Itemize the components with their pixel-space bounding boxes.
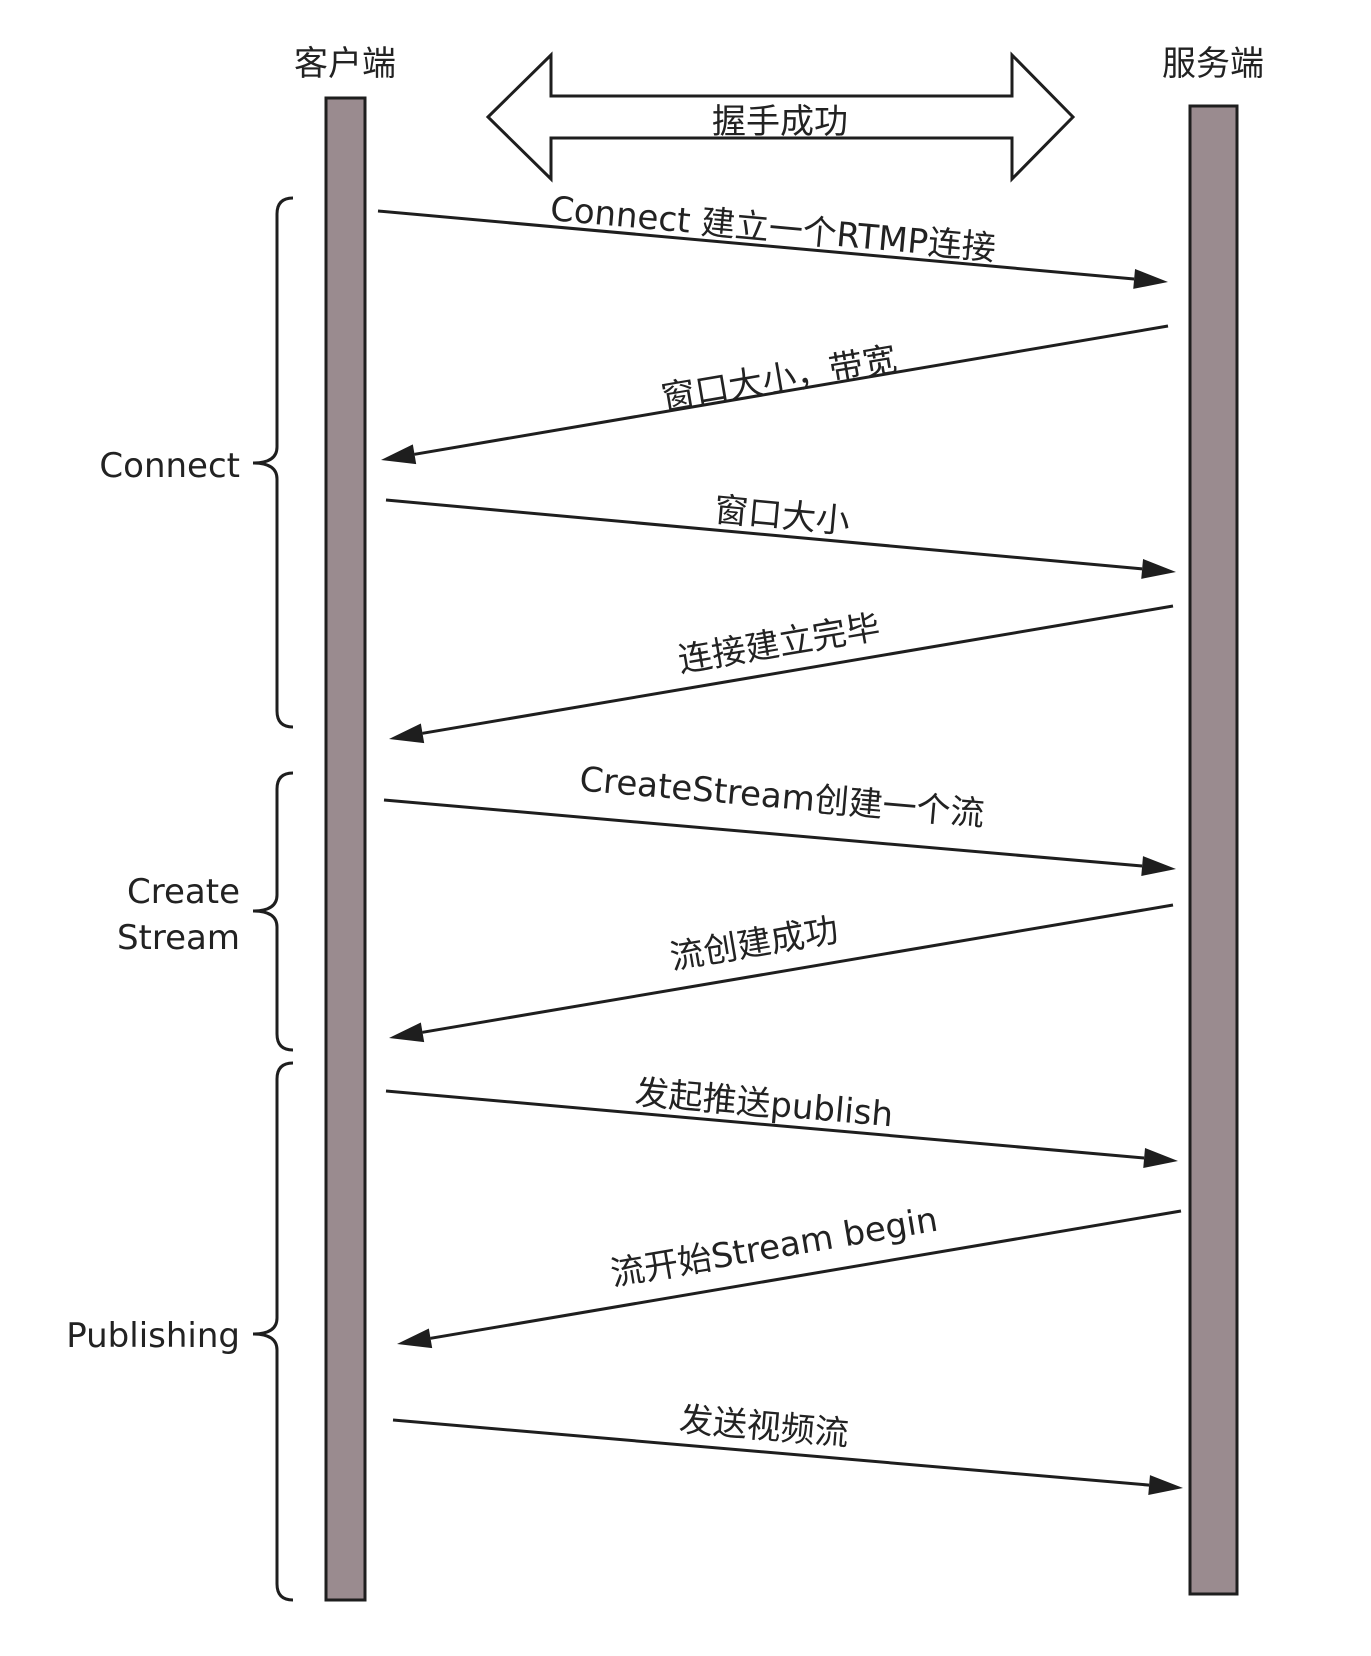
message-line — [385, 1089, 1145, 1160]
server-participant-label: 服务端 — [1162, 44, 1264, 84]
arrowhead — [397, 1328, 433, 1349]
message-line — [422, 604, 1174, 735]
phase-label: Publishing — [66, 1316, 240, 1356]
phase-label: Connect — [99, 446, 240, 486]
handshake-double-arrow — [485, 51, 1076, 183]
arrowhead — [1148, 1475, 1183, 1496]
client-participant-label: 客户端 — [294, 44, 396, 84]
arrowhead — [381, 444, 417, 465]
server-lifeline — [1188, 104, 1239, 1596]
message-6: 流创建成功 — [389, 903, 1174, 1043]
phase-label-line: Connect — [99, 446, 240, 486]
message-line — [392, 1418, 1150, 1487]
handshake-label: 握手成功 — [712, 102, 848, 142]
phase-label-line: Create — [127, 872, 240, 912]
message-label: 连接建立完毕 — [675, 607, 883, 681]
message-8: 流开始Stream begin — [397, 1200, 1182, 1349]
client-lifeline — [324, 96, 367, 1602]
message-1: Connect 建立一个RTMP连接 — [377, 189, 1168, 289]
arrowhead — [1141, 856, 1176, 877]
message-line — [383, 798, 1143, 868]
message-line — [377, 209, 1135, 281]
message-7: 发起推送publish — [385, 1073, 1178, 1168]
phase-brace — [252, 771, 294, 1052]
phase-1: Connect — [99, 196, 294, 729]
message-label: 窗口大小，带宽 — [658, 339, 899, 418]
phase-brace — [252, 1061, 294, 1602]
message-5: CreateStream创建一个流 — [383, 759, 1176, 877]
arrowhead — [1133, 268, 1168, 289]
message-4: 连接建立完毕 — [389, 604, 1174, 744]
arrowhead — [389, 1022, 425, 1043]
message-label: 流创建成功 — [667, 910, 841, 978]
message-3: 窗口大小 — [385, 490, 1176, 579]
message-label: Connect 建立一个RTMP连接 — [549, 189, 998, 269]
message-line — [414, 324, 1169, 456]
arrowhead — [1141, 558, 1176, 579]
message-label: 发起推送publish — [633, 1073, 894, 1136]
message-line — [422, 903, 1174, 1034]
message-9: 发送视频流 — [392, 1400, 1183, 1496]
phase-3: Publishing — [66, 1061, 294, 1602]
message-label: 窗口大小 — [712, 490, 851, 542]
phase-label-line: Stream — [117, 918, 240, 958]
message-line — [385, 498, 1143, 571]
phase-brace — [252, 196, 294, 729]
phase-label-line: Publishing — [66, 1316, 240, 1356]
message-2: 窗口大小，带宽 — [381, 324, 1169, 465]
message-line — [430, 1209, 1182, 1340]
arrowhead — [389, 723, 425, 744]
arrowhead — [1143, 1148, 1178, 1168]
